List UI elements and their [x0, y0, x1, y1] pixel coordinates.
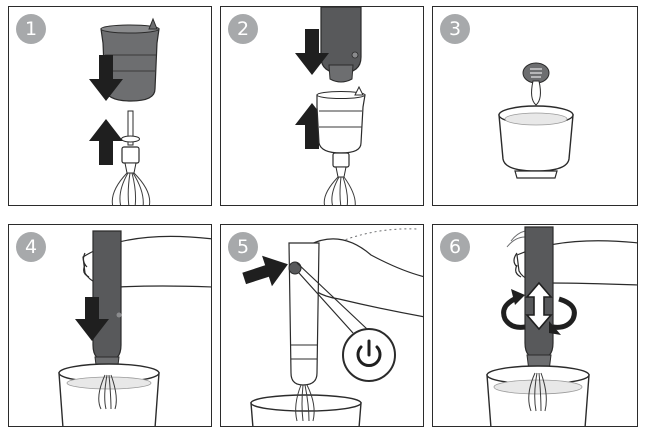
step-6-panel: 6: [432, 224, 638, 427]
step-4-panel: 4: [8, 224, 212, 427]
whisk: [112, 111, 149, 206]
step-2-panel: 2: [220, 6, 424, 206]
step-number-badge: 5: [228, 232, 258, 262]
whisk-coupler: [317, 87, 365, 153]
step-number-badge: 2: [228, 14, 258, 44]
motor-unit: [321, 7, 361, 82]
hand-blender: [289, 243, 319, 385]
arrow-up-icon: [89, 119, 123, 165]
step-1-panel: 1: [8, 6, 212, 206]
water-drop-tip: [523, 63, 549, 105]
bowl: [487, 366, 589, 427]
step-5-panel: 5: [220, 224, 424, 427]
step-number-badge: 6: [440, 232, 470, 262]
step-number-badge: 3: [440, 14, 470, 44]
motion-lines: [507, 231, 525, 247]
bowl: [499, 106, 573, 178]
power-callout: [343, 329, 395, 381]
whisk: [324, 153, 355, 206]
bowl: [251, 395, 361, 427]
bowl: [59, 364, 159, 427]
power-button: [289, 262, 301, 274]
step-number-badge: 1: [16, 14, 46, 44]
step-number-badge: 4: [16, 232, 46, 262]
step-3-panel: 3: [432, 6, 638, 206]
